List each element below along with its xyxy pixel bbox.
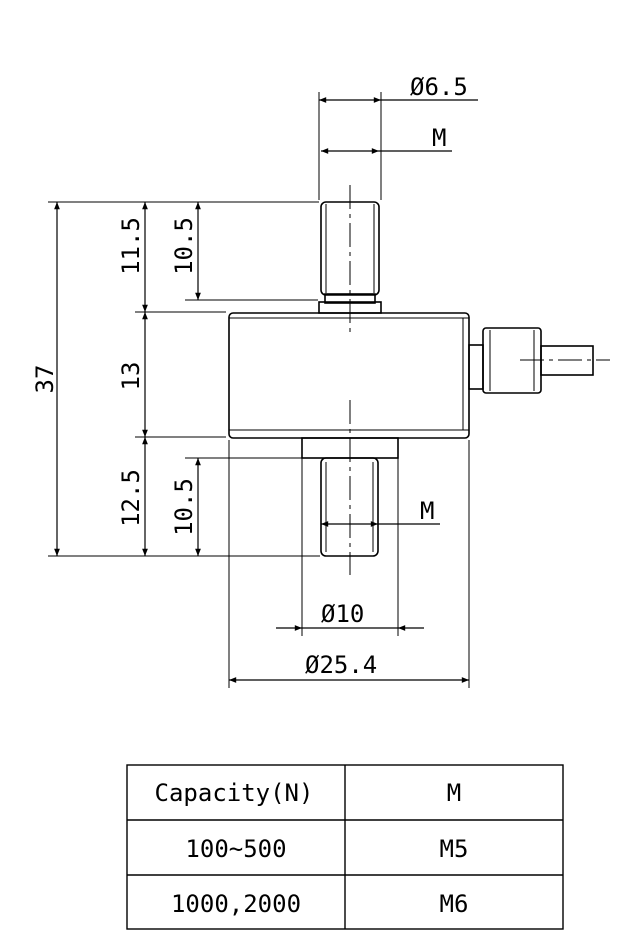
sensor-body	[228, 312, 470, 439]
label-top-thread-height: 10.5	[170, 217, 198, 275]
label-collar-diameter: Ø10	[321, 600, 364, 628]
center-lines	[349, 185, 610, 575]
table-header-capacity: Capacity(N)	[155, 779, 314, 807]
table-cell-thread-row1: M5	[440, 835, 469, 863]
label-total-height: 37	[31, 365, 59, 394]
dimension-lines	[54, 97, 478, 683]
spec-table: Capacity(N) M 100~500 M5 1000,2000 M6	[126, 764, 564, 930]
table-header-thread: M	[447, 779, 461, 807]
label-bottom-pin-height: 12.5	[117, 469, 145, 527]
label-bottom-thread-height: 10.5	[170, 478, 198, 536]
label-top-pin-height: 11.5	[117, 217, 145, 275]
top-pin	[318, 201, 382, 314]
label-top-diameter: Ø6.5	[410, 73, 468, 101]
label-body-diameter: Ø25.4	[305, 651, 377, 679]
extension-lines	[48, 92, 470, 688]
table-cell-thread-row2: M6	[440, 890, 469, 918]
label-bottom-thread: M	[420, 497, 434, 525]
label-top-thread: M	[432, 124, 446, 152]
label-body-height: 13	[117, 362, 145, 391]
table-cell-capacity-row2: 1000,2000	[171, 890, 301, 918]
table-cell-capacity-row1: 100~500	[185, 835, 286, 863]
